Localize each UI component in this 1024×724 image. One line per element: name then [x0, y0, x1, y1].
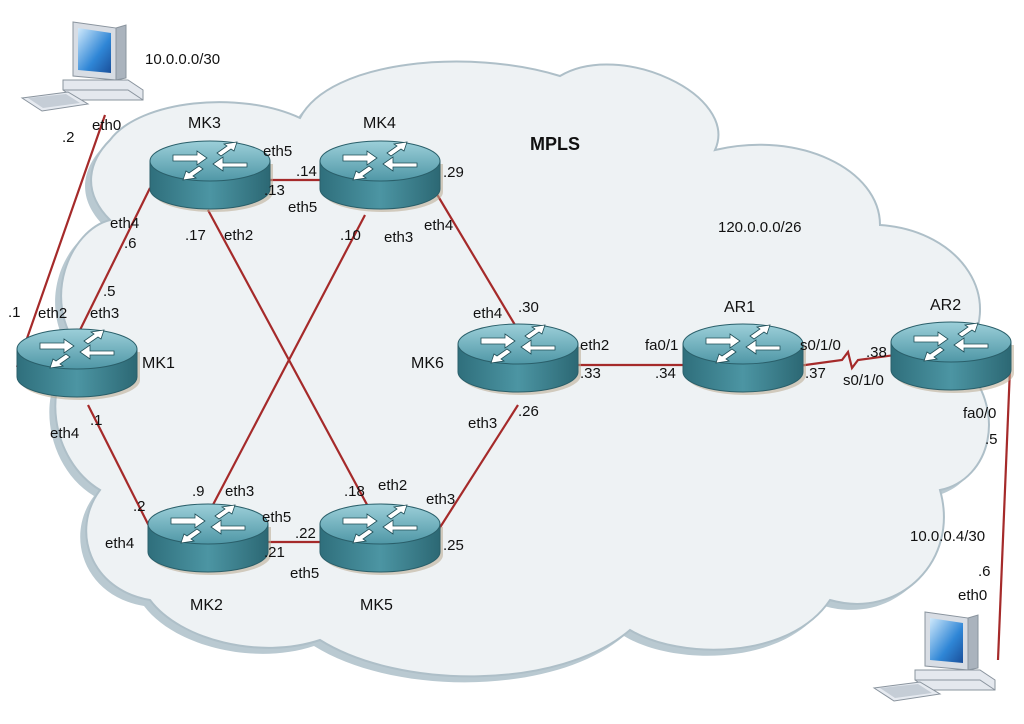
interface-labels: .2 eth0 .1 eth2 eth3 .5 .6 eth4 eth5 .13…: [8, 117, 998, 604]
router-name-mk6: MK6: [411, 355, 444, 372]
router-name-mk1: MK1: [142, 355, 175, 372]
router-name-mk5: MK5: [360, 597, 393, 614]
router-icon: [457, 323, 581, 396]
addr-label: .13: [264, 182, 285, 199]
iface-label: eth0: [92, 117, 121, 134]
addr-label: .5: [103, 283, 116, 300]
iface-label: eth3: [90, 305, 119, 322]
iface-label: eth3: [426, 491, 455, 508]
addr-label: .21: [264, 544, 285, 561]
router-mk1: [16, 328, 140, 401]
router-icon: [149, 140, 273, 213]
iface-label: fa0/1: [645, 337, 678, 354]
computer-icon: [21, 21, 144, 112]
iface-label: eth2: [580, 337, 609, 354]
router-name-ar2: AR2: [930, 297, 961, 314]
router-icon: [319, 503, 443, 576]
addr-label: .25: [443, 537, 464, 554]
cloud-title: MPLS: [530, 134, 580, 154]
router-icon: [16, 328, 140, 401]
iface-label: fa0/0: [963, 405, 996, 422]
iface-label: eth2: [38, 305, 67, 322]
addr-label: .22: [295, 525, 316, 542]
addr-label: .5: [985, 431, 998, 448]
addr-label: .2: [62, 129, 75, 146]
router-icon: [890, 321, 1014, 394]
iface-label: s0/1/0: [843, 372, 884, 389]
iface-label: eth5: [290, 565, 319, 582]
router-mk4: [319, 140, 443, 213]
links: [15, 114, 1012, 661]
computer-right: [873, 611, 996, 702]
addr-label: .1: [8, 304, 21, 321]
addr-label: .33: [580, 365, 601, 382]
router-mk3: [149, 140, 273, 213]
addr-label: .34: [655, 365, 676, 382]
addr-label: .14: [296, 163, 317, 180]
router-icon: [682, 323, 806, 396]
iface-label: eth3: [384, 229, 413, 246]
router-name-ar1: AR1: [724, 299, 755, 316]
link-mk5-mk6: [431, 404, 519, 541]
addr-label: .30: [518, 299, 539, 316]
router-mk5: [319, 503, 443, 576]
iface-label: eth4: [110, 215, 139, 232]
addr-label: .2: [133, 498, 146, 515]
router-icon: [319, 140, 443, 213]
iface-label: eth2: [378, 477, 407, 494]
link-mk1-mk2: [87, 404, 153, 533]
iface-label: eth4: [105, 535, 134, 552]
iface-label: eth3: [468, 415, 497, 432]
iface-label: eth4: [424, 217, 453, 234]
addr-label: .1: [90, 412, 103, 429]
addr-label: .6: [978, 563, 991, 580]
addr-label: .38: [866, 344, 887, 361]
addr-label: .37: [805, 365, 826, 382]
iface-label: eth5: [288, 199, 317, 216]
iface-label: eth5: [263, 143, 292, 160]
network-label-core: 120.0.0.0/26: [718, 219, 801, 236]
router-name-mk4: MK4: [363, 115, 396, 132]
link-mk4-mk6: [431, 185, 519, 331]
link-pc-mk1: [15, 114, 107, 368]
router-ar2: [890, 321, 1014, 394]
iface-label: eth2: [224, 227, 253, 244]
addr-label: .18: [344, 483, 365, 500]
link-mk1-mk3: [79, 187, 151, 331]
link-ar2-pc: [996, 367, 1012, 661]
network-label-left: 10.0.0.0/30: [145, 51, 220, 68]
link-mk3-mk5: [207, 209, 379, 526]
computer-icon: [873, 611, 996, 702]
iface-label: eth4: [50, 425, 79, 442]
addr-label: .29: [443, 164, 464, 181]
addr-label: .26: [518, 403, 539, 420]
iface-label: s0/1/0: [800, 337, 841, 354]
router-icon: [147, 503, 271, 576]
addr-label: .10: [340, 227, 361, 244]
router-mk6: [457, 323, 581, 396]
iface-label: eth5: [262, 509, 291, 526]
router-name-mk2: MK2: [190, 597, 223, 614]
addr-label: .9: [192, 483, 205, 500]
router-mk2: [147, 503, 271, 576]
iface-label: eth3: [225, 483, 254, 500]
iface-label: eth4: [473, 305, 502, 322]
addr-label: .17: [185, 227, 206, 244]
link-ar1-ar2-serial: [797, 349, 896, 371]
network-label-right: 10.0.0.4/30: [910, 528, 985, 545]
link-mk4-mk2: [204, 214, 366, 521]
router-ar1: [682, 323, 806, 396]
computer-left: [21, 21, 144, 112]
addr-label: .6: [124, 235, 137, 252]
router-name-mk3: MK3: [188, 115, 221, 132]
iface-label: eth0: [958, 587, 987, 604]
